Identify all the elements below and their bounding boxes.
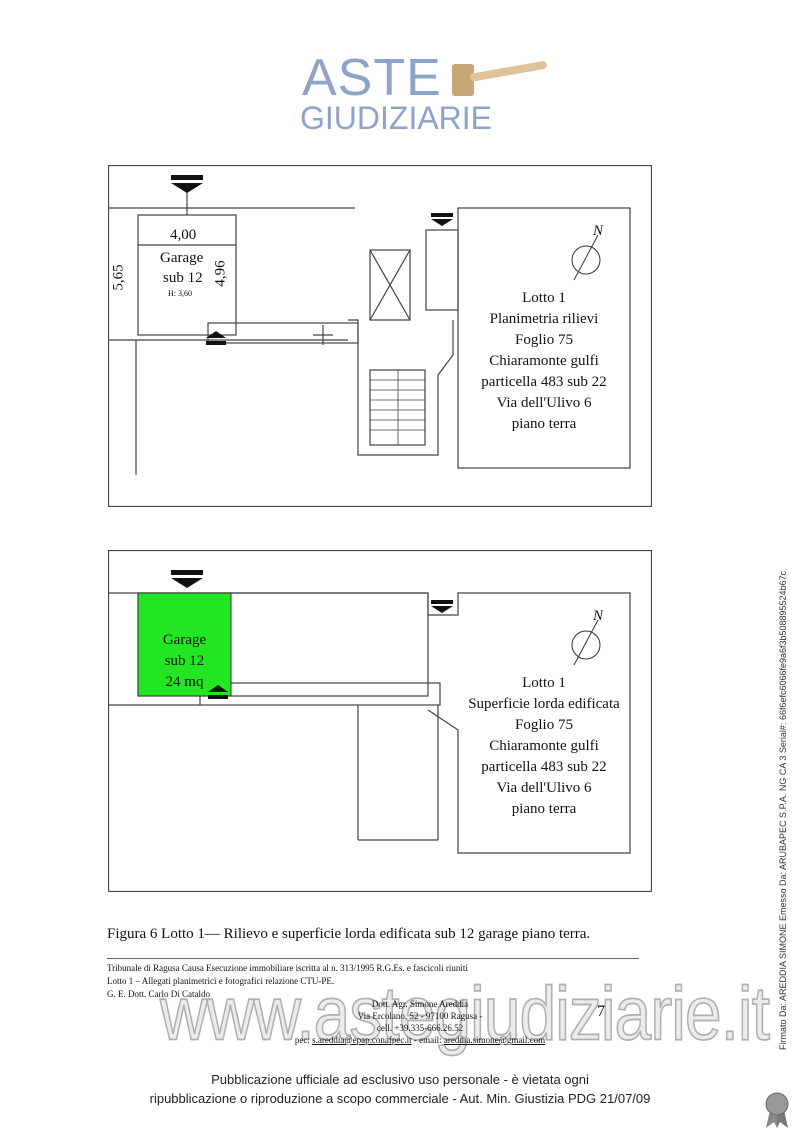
plan2-drawing <box>108 550 652 892</box>
garage-height: H: 3,60 <box>168 289 192 298</box>
author: Dott. Agr. Simone Areddia <box>371 999 469 1009</box>
footer-line: Lotto 1 – Allegati planimetrici e fotogr… <box>107 976 335 986</box>
seal-ribbon-icon <box>765 1092 789 1128</box>
logo-line2: GIUDIZIARIE <box>300 100 493 136</box>
digital-signature: Firmato Da: AREDDIA SIMONE Emesso Da: AR… <box>778 570 788 1050</box>
aste-giudiziarie-logo: ASTE GIUDIZIARIE <box>300 48 550 143</box>
garage-area: 24 mq <box>165 674 204 690</box>
dim-side: 5,65 <box>110 264 127 291</box>
info-line: Foglio 75 <box>515 717 573 733</box>
footer-divider <box>107 958 639 959</box>
info-line: Via dell'Ulivo 6 <box>496 780 592 796</box>
email-label: - email: <box>411 1035 442 1045</box>
logo-line1: ASTE <box>302 49 442 107</box>
info-line: Lotto 1 <box>522 675 566 691</box>
north-arrow-icon <box>571 234 601 281</box>
page-number: 7 <box>597 1003 605 1020</box>
footer-line: Tribunale di Ragusa Causa Esecuzione imm… <box>107 963 468 973</box>
notice-line: Pubblicazione ufficiale ad esclusivo uso… <box>211 1072 589 1087</box>
garage-sub: sub 12 <box>163 270 203 286</box>
figure-caption: Figura 6 Lotto 1— Rilievo e superficie l… <box>107 926 591 942</box>
garage-name: Garage <box>162 632 207 648</box>
email-link[interactable]: areddia.simone@gmail.com <box>443 1035 546 1045</box>
floor-plan-gross-area: Garage sub 12 24 mq N Lotto 1 Superficie… <box>108 550 652 892</box>
info-line: Foglio 75 <box>515 332 573 348</box>
info-line: Chiaramonte gulfi <box>489 353 599 369</box>
address: Via Ercolano, 52 - 97100 Ragusa - <box>357 1011 483 1021</box>
info-line: piano terra <box>511 416 577 432</box>
floor-plan-survey: 4,00 Garage sub 12 H: 3,60 4,96 5,65 N L… <box>108 165 652 507</box>
info-line: particella 483 sub 22 <box>481 374 607 390</box>
north-label: N <box>593 608 604 624</box>
info-line: Chiaramonte gulfi <box>489 738 599 754</box>
info-line: Via dell'Ulivo 6 <box>496 395 592 411</box>
plan1-drawing <box>108 165 652 507</box>
info-line: Lotto 1 <box>522 290 566 306</box>
contact-block: Dott. Agr. Simone Areddia Via Ercolano, … <box>240 998 600 1046</box>
info-line: Superficie lorda edificata <box>468 696 620 712</box>
info-line: Planimetria rilievi <box>489 311 599 327</box>
footer-line: G. E. Dott. Carlo Di Cataldo <box>107 989 210 999</box>
info-line: particella 483 sub 22 <box>481 759 607 775</box>
notice-line: ripubblicazione o riproduzione a scopo c… <box>149 1091 651 1106</box>
plan2-info: Lotto 1 Superficie lorda edificata Fogli… <box>458 673 630 820</box>
gavel-icon <box>452 61 547 96</box>
info-line: piano terra <box>511 801 577 817</box>
plan1-info: Lotto 1 Planimetria rilievi Foglio 75 Ch… <box>458 288 630 435</box>
garage-label: Garage sub 12 24 mq <box>138 630 231 693</box>
pec-link[interactable]: s.areddia@epap.conafpec.it <box>312 1035 412 1045</box>
garage-area-fill <box>137 592 232 697</box>
dim-width: 4,00 <box>170 227 197 243</box>
garage-sub: sub 12 <box>164 653 205 669</box>
publication-notice: Pubblicazione ufficiale ad esclusivo uso… <box>0 1070 800 1108</box>
pec-label: pec: <box>294 1035 310 1045</box>
north-arrow-icon <box>571 619 601 666</box>
dim-depth: 4,96 <box>212 260 229 287</box>
garage-label: Garage <box>160 250 204 266</box>
phone: cell. +39.335-666.26.52 <box>376 1023 464 1033</box>
watermark-url: www.astegiudiziarie.it <box>159 970 770 1057</box>
contact-emails: pec: s.areddia@epap.conafpec.it - email:… <box>240 1034 600 1046</box>
north-label: N <box>593 223 604 239</box>
